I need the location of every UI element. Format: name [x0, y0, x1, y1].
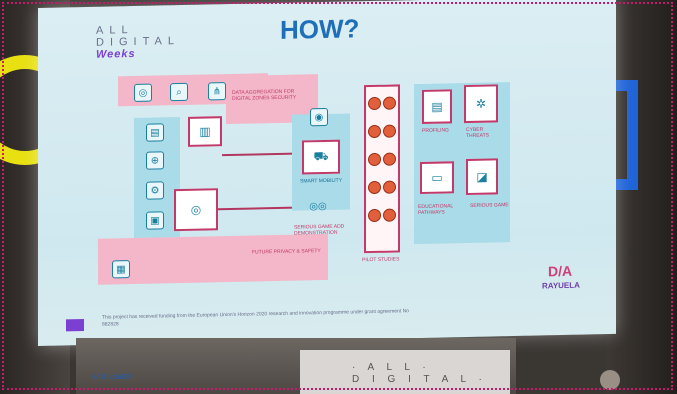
right-label-2: CYBER THREATS [466, 126, 489, 140]
podium-hashtag: #AllDigitalEU [92, 374, 133, 381]
right-label-4: SERIOUS GAME [470, 202, 509, 209]
lock-icon: ▣ [146, 211, 164, 230]
podium-panel [300, 350, 510, 394]
center-label: SMART MOBILITY [300, 177, 343, 185]
podium-logo-line2: D I G I T A L · [352, 374, 487, 385]
eu-flag-icon [66, 319, 84, 332]
all-digital-weeks-logo: ALL DIGITAL Weeks [96, 23, 180, 61]
box-target: ◎ [174, 188, 218, 232]
right-label-3: EDUCATIONAL PATHWAYS [418, 203, 454, 217]
pilot-label: PILOT STUDIES [362, 256, 400, 264]
funding-note: This project has received funding from t… [102, 308, 409, 328]
rayuela-logo-text: RAYUELA [542, 280, 580, 291]
rayuela-logo-icon: D/A [548, 262, 573, 280]
right-label-1: PROFILING [422, 127, 449, 134]
pink-top-label: DATA AGGREGATION FOR DIGITAL ZONES SECUR… [232, 88, 297, 102]
podium-logo-line1: · A L L · [352, 362, 431, 373]
bottom-blue-label: SERIOUS GAME ADD DEMONSTRATION [294, 223, 345, 237]
box-smart-mobility: ⛟ [302, 139, 340, 175]
gear-icon: ⚙ [146, 181, 164, 200]
binoculars-icon: ◎◎ [309, 200, 327, 212]
magnifier-icon: ⊕ [146, 151, 164, 170]
box-pilot-faces [364, 84, 400, 254]
connector-line [222, 152, 294, 157]
room-wall-right [607, 0, 677, 394]
slide-title: HOW? [280, 13, 360, 45]
box-cyber-threats: ✲ [464, 84, 498, 124]
logo-line-digital: DIGITAL [96, 35, 180, 49]
box-profiling: ▤ [422, 89, 452, 124]
search-icon: ⌕ [170, 82, 188, 102]
chart-icon: ▤ [146, 123, 164, 142]
logo-line-weeks: Weeks [96, 47, 136, 61]
connector-line [218, 206, 294, 211]
package-icon: ▦ [112, 260, 130, 279]
microphone [600, 370, 620, 390]
network-icon: ⋔ [208, 82, 226, 101]
box-serious-game: ◪ [466, 158, 498, 196]
podium-logo-text: · A L L · D I G I T A L · [352, 362, 487, 386]
monitor-icon: ◎ [134, 83, 152, 102]
pink-area-bottom [98, 233, 328, 285]
box-educational: ▭ [420, 161, 454, 194]
projection-screen: ALL DIGITAL Weeks HOW? DATA AGGREGATION … [38, 0, 616, 346]
box-dashboard: ▥ [188, 116, 222, 147]
camera-icon: ◉ [310, 107, 328, 127]
